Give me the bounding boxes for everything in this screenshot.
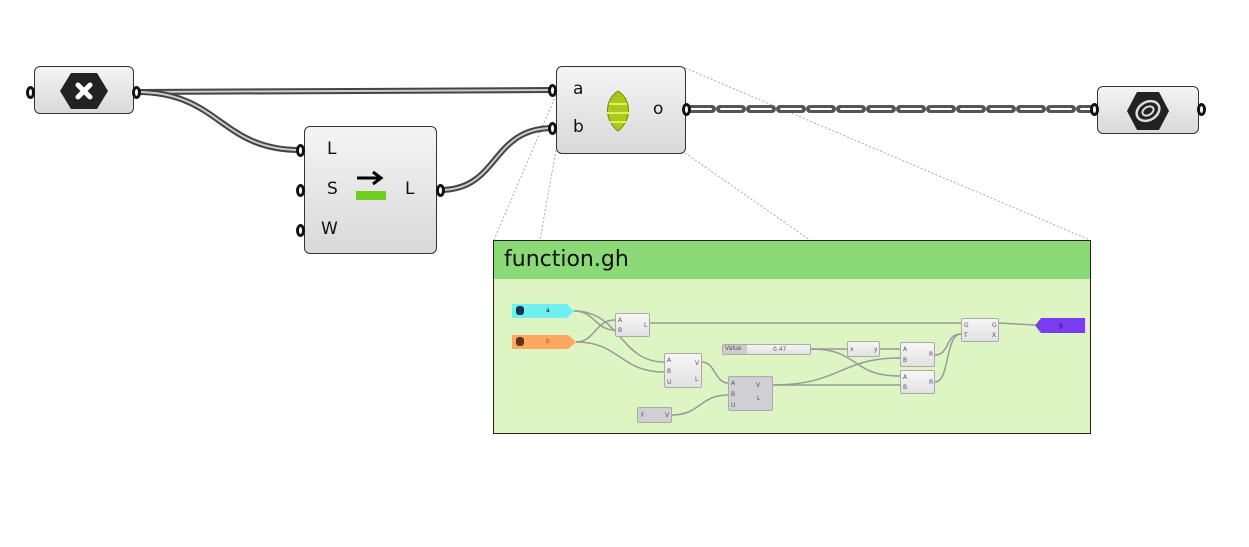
- output-o-label: o: [653, 99, 664, 119]
- hops-b-port[interactable]: [548, 122, 557, 135]
- hexagon-x-icon: [60, 73, 108, 109]
- shift-W-port[interactable]: [296, 224, 305, 237]
- shift-list-icon: [356, 170, 386, 200]
- input-a-label: a: [573, 79, 584, 99]
- port-label: T: [964, 332, 968, 339]
- port-label: U: [667, 379, 672, 386]
- input-L-label: L: [327, 139, 337, 159]
- port-label: B: [667, 368, 672, 375]
- input-param-in-port[interactable]: [26, 86, 35, 99]
- port-label: V: [665, 412, 670, 419]
- port-label: L: [695, 376, 699, 383]
- shift-L-port[interactable]: [296, 144, 305, 157]
- input-W-label: W: [321, 219, 338, 239]
- port-label: G: [992, 322, 997, 329]
- port-label: L: [757, 395, 761, 402]
- hops-icon: [607, 90, 629, 132]
- port-label: B: [618, 327, 623, 334]
- port-label: G: [964, 322, 969, 329]
- port-label: B: [903, 357, 908, 364]
- port-label: A: [903, 374, 908, 381]
- param-a-icon: [516, 306, 524, 315]
- zoom-guides: [493, 67, 1091, 241]
- port-label: A: [667, 357, 672, 364]
- value-slider[interactable]: Value 0.47: [722, 344, 811, 355]
- shift-list-node[interactable]: L S W L: [304, 126, 437, 254]
- hops-a-port[interactable]: [548, 84, 557, 97]
- port-label: U: [731, 402, 736, 409]
- port-label: L: [644, 322, 648, 329]
- shift-S-port[interactable]: [296, 184, 305, 197]
- slider-value[interactable]: 0.47: [773, 346, 787, 353]
- port-label: R: [929, 351, 934, 358]
- param-b[interactable]: b: [512, 335, 576, 349]
- output-param-in-port[interactable]: [1090, 103, 1099, 116]
- port-label: A: [903, 346, 908, 353]
- function-preview-panel: function.gh: [493, 240, 1091, 434]
- param-a[interactable]: a: [512, 304, 574, 318]
- port-label: V: [756, 382, 761, 389]
- port-label: A: [731, 380, 736, 387]
- panel-title: function.gh: [494, 241, 1090, 279]
- input-param-out-port[interactable]: [132, 86, 141, 99]
- param-a-label: a: [546, 307, 550, 314]
- output-L-label: L: [405, 179, 415, 199]
- hops-o-port[interactable]: [682, 103, 691, 116]
- slider-label: Value: [723, 345, 747, 354]
- port-label: y: [874, 346, 878, 353]
- port-label: F: [641, 412, 645, 419]
- port-label: X: [992, 332, 997, 339]
- param-b-icon: [516, 337, 524, 346]
- port-label: V: [695, 360, 700, 367]
- port-label: x: [850, 346, 854, 353]
- port-label: B: [903, 384, 908, 391]
- input-S-label: S: [327, 179, 338, 199]
- input-b-label: b: [573, 117, 584, 137]
- output-param-out-port[interactable]: [1197, 103, 1206, 116]
- shift-out-port[interactable]: [436, 184, 445, 197]
- port-label: A: [618, 317, 623, 324]
- port-label: R: [929, 379, 934, 386]
- hexagon-spiral-icon: [1127, 92, 1169, 130]
- param-b-label: b: [546, 338, 550, 345]
- param-g-label: g: [1059, 322, 1063, 329]
- port-label: B: [731, 391, 736, 398]
- param-g[interactable]: g: [1035, 318, 1085, 333]
- output-param-node[interactable]: [1097, 86, 1199, 134]
